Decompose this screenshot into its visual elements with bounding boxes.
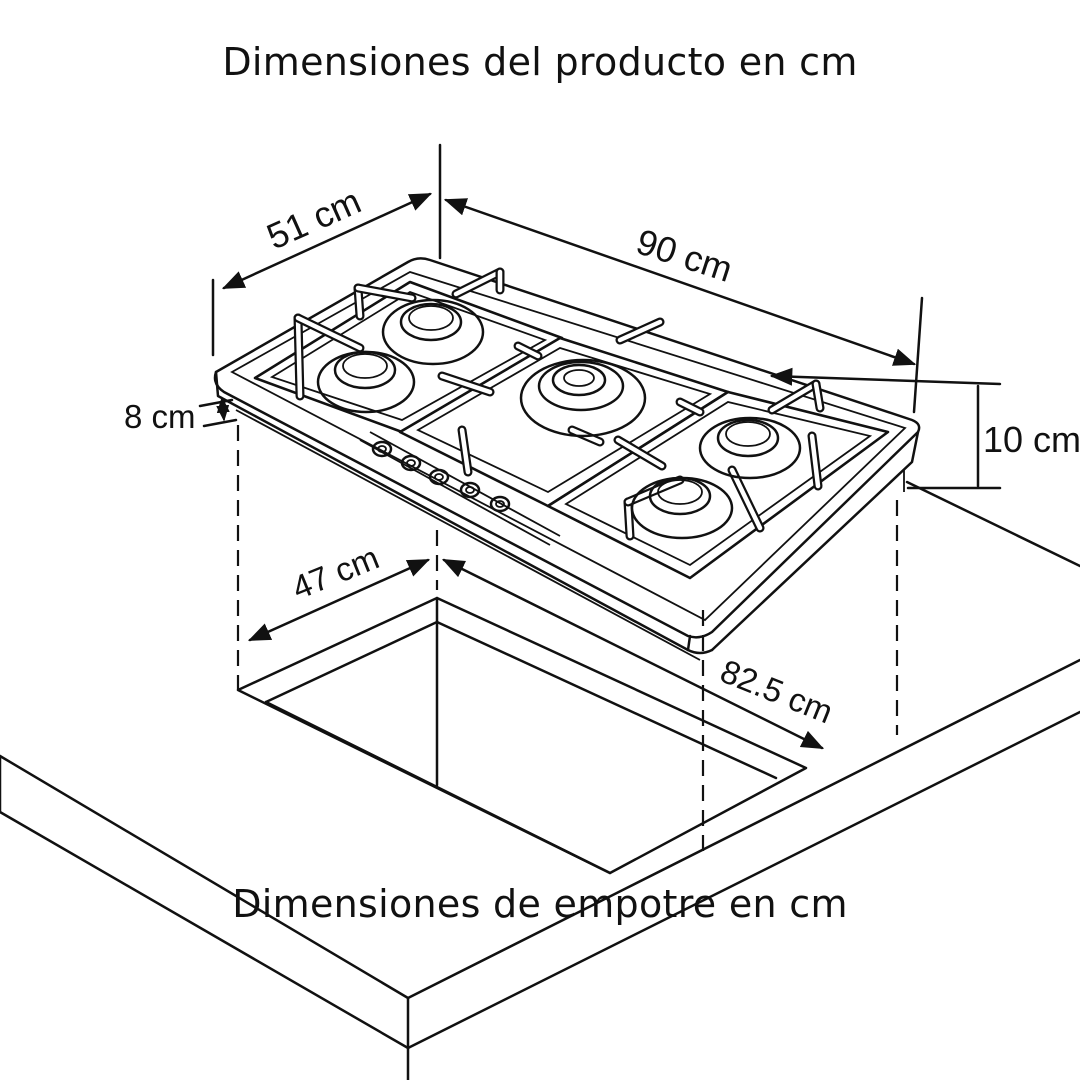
countertop-cutout [236,596,808,875]
control-knob [459,481,481,499]
height-label: 10 cm [983,419,1080,460]
depth-dimension-arrow [221,192,433,290]
cutout-depth-label: 47 cm [287,539,384,607]
thickness-dimension-arrow [216,396,230,422]
width-label: 90 cm [632,221,738,290]
burner-front-right [630,476,734,540]
countertop [0,480,1080,1080]
dimension-lines [198,143,1002,750]
control-knob [489,495,511,513]
cutout-dimensions-title: Dimensiones de empotre en cm [232,882,848,926]
product-dimensions-title: Dimensiones del producto en cm [222,40,858,84]
control-knob [428,468,450,486]
burner-rear-right [698,416,802,480]
control-knob [400,454,422,472]
cutout-depth-arrow [247,558,431,642]
width-dimension-arrow [443,198,917,366]
thickness-label: 8 cm [124,398,196,435]
cutout-width-label: 82.5 cm [715,652,838,730]
burner-front-left [316,350,416,414]
control-knobs [371,440,511,513]
control-knob [371,440,393,458]
cutout-width-arrow [441,558,825,750]
